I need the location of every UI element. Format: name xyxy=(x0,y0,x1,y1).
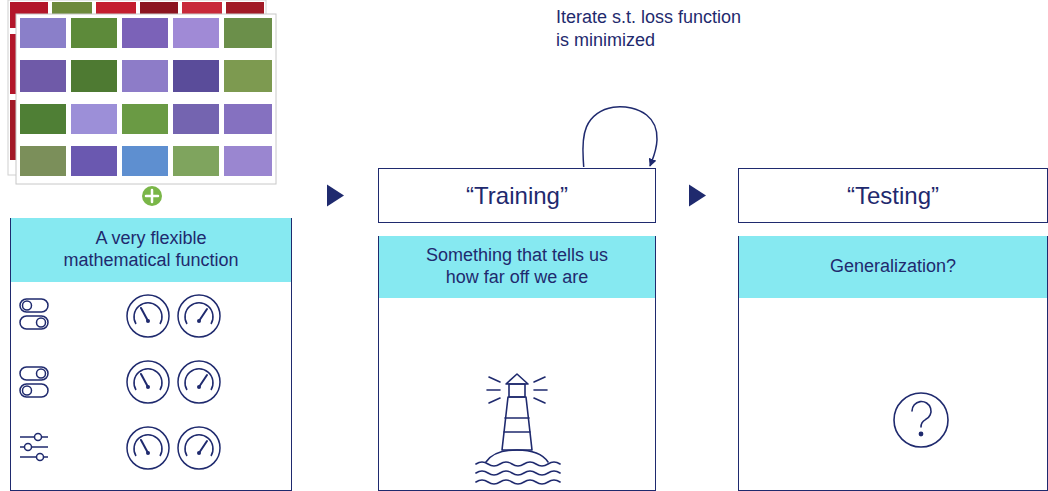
photo-sheet xyxy=(16,14,276,184)
photo-tile xyxy=(20,146,66,176)
photo-tile xyxy=(224,18,272,48)
flow-arrow xyxy=(689,185,706,207)
photo-tile xyxy=(122,146,168,176)
photo-collage xyxy=(8,0,276,184)
lighthouse-icon xyxy=(476,374,560,484)
photo-tile xyxy=(173,104,219,134)
edge-label: Iterate s.t. loss function is minimized xyxy=(556,6,756,51)
photo-tile xyxy=(173,18,219,48)
photo-tile xyxy=(71,60,117,92)
gauge-icon xyxy=(178,427,220,469)
labelled-panel: Something that tells us how far off we a… xyxy=(378,236,656,491)
panel-header: Generalization? xyxy=(739,236,1047,298)
question-icon xyxy=(894,393,948,447)
labelled-panel: A very flexible mathematical function xyxy=(10,218,292,491)
photo-tile xyxy=(122,18,168,48)
photo-tile xyxy=(122,104,168,134)
photo-tile xyxy=(20,104,66,134)
photo-tile xyxy=(173,146,219,176)
process-box: “Testing” xyxy=(738,168,1048,223)
photo-tile xyxy=(71,104,117,134)
gauge-icon xyxy=(127,427,169,469)
plus-icon xyxy=(142,186,162,206)
photo-tile xyxy=(71,18,117,48)
gauge-icon xyxy=(127,361,169,403)
photo-tile xyxy=(20,60,66,92)
panel-header: A very flexible mathematical function xyxy=(11,218,291,282)
gauge-icon xyxy=(178,295,220,337)
photo-tile xyxy=(224,104,272,134)
photo-tile xyxy=(173,60,219,92)
parameter-icons xyxy=(20,299,48,461)
node-label: Something that tells us how far off we a… xyxy=(409,245,625,288)
process-box: “Training” xyxy=(378,168,656,223)
photo-tile xyxy=(122,60,168,92)
labelled-panel: Generalization? xyxy=(738,236,1048,491)
gauge-icon xyxy=(127,295,169,337)
node-label: “Testing” xyxy=(847,182,939,210)
flow-arrow xyxy=(327,185,344,207)
photo-tile xyxy=(224,146,272,176)
node-label: “Training” xyxy=(466,182,568,210)
node-label: Generalization? xyxy=(830,256,956,278)
gauge-icon xyxy=(178,361,220,403)
photo-tile xyxy=(224,60,272,92)
photo-tile xyxy=(71,146,117,176)
photo-tile xyxy=(20,18,66,48)
loop-arrow xyxy=(583,107,657,167)
node-label: A very flexible mathematical function xyxy=(41,228,261,271)
panel-header: Something that tells us how far off we a… xyxy=(379,236,655,298)
